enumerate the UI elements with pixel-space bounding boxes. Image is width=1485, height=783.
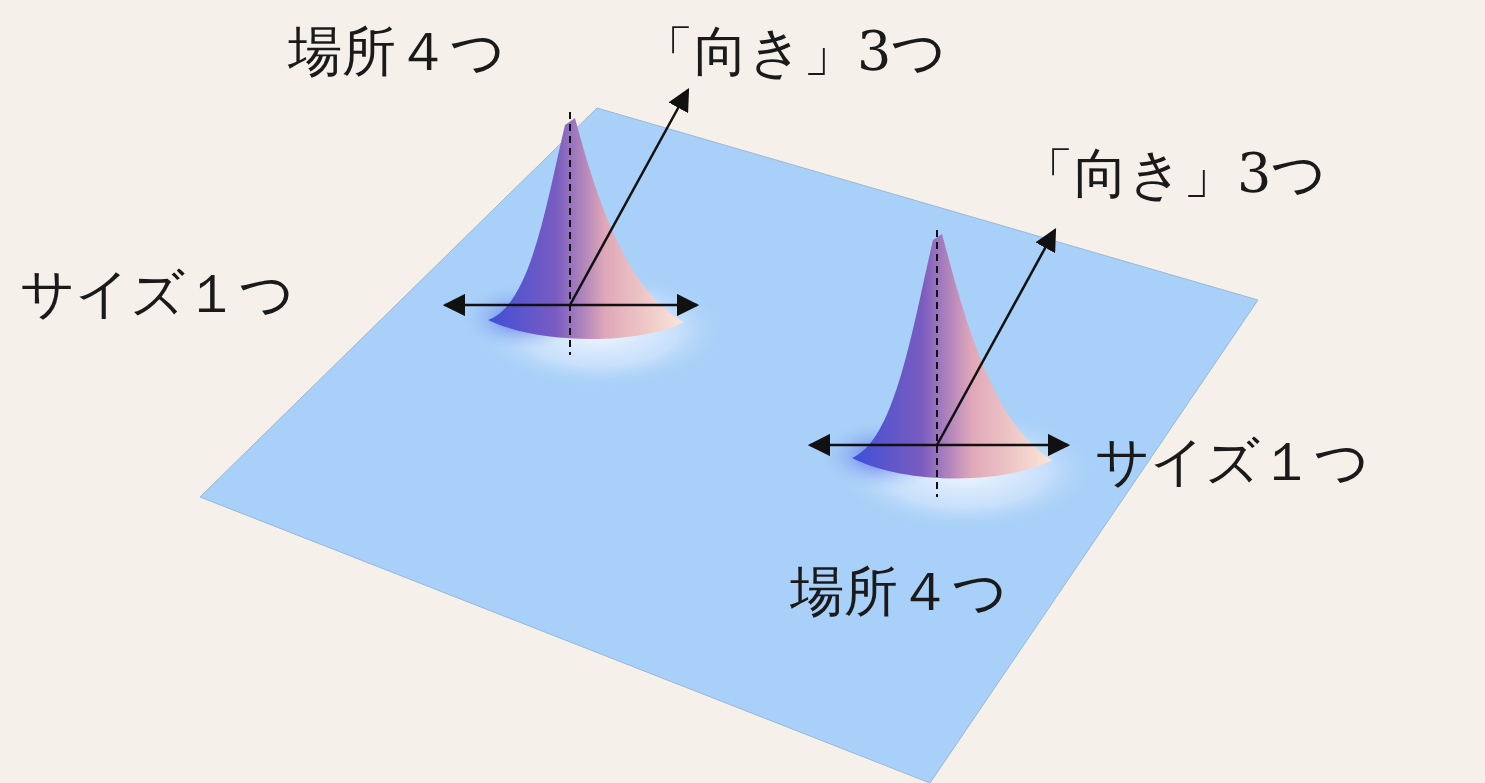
- bump-right: [818, 234, 1100, 532]
- orientation-count: 「向き」3つ: [1020, 142, 1326, 207]
- bump-left: [460, 118, 730, 390]
- size-count: サイズ１つ: [1095, 430, 1369, 495]
- size-count: サイズ１つ: [20, 262, 294, 327]
- arrows: [445, 90, 1068, 497]
- orientation-count: 「向き」3つ: [640, 20, 946, 85]
- location-count: 場所４つ: [790, 560, 1007, 625]
- location-count: 場所４つ: [288, 20, 505, 85]
